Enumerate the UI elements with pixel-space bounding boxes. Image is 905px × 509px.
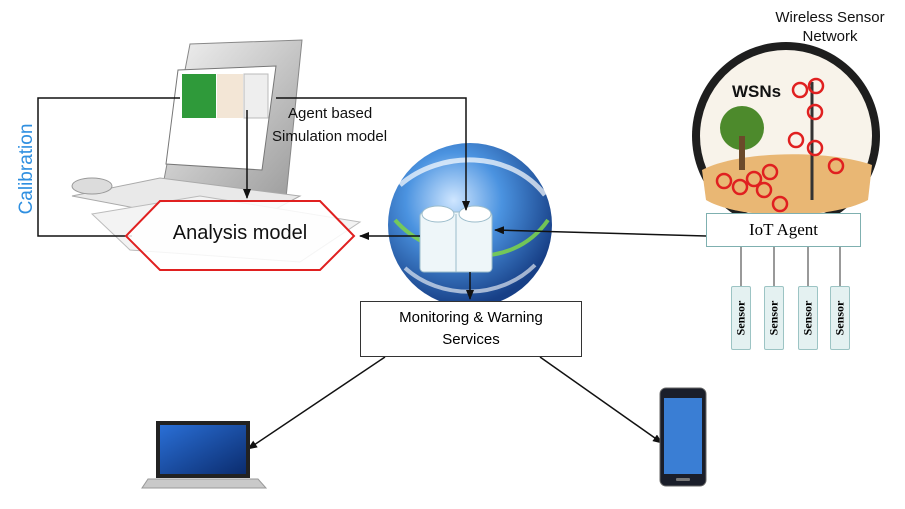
agent-model-label-line1: Agent based bbox=[288, 105, 373, 122]
calibration-label: Calibration bbox=[16, 123, 37, 215]
iot-agent-label: IoT Agent bbox=[748, 220, 819, 239]
monitoring-label-line2: Services bbox=[442, 331, 500, 348]
wsn-image-label: WSNs bbox=[732, 82, 782, 101]
sensor-label: Sensor bbox=[733, 300, 748, 336]
wsn-title: Wireless Sensor Network bbox=[760, 8, 900, 46]
sensor-1: Sensor bbox=[731, 286, 751, 350]
sensor-4: Sensor bbox=[830, 286, 850, 350]
monitoring-label-line1: Monitoring & Warning bbox=[399, 309, 543, 326]
sensor-3: Sensor bbox=[798, 286, 818, 350]
sensor-label: Sensor bbox=[800, 300, 815, 336]
wsn-title-line2: Network bbox=[802, 28, 858, 45]
laptop-icon bbox=[141, 421, 268, 489]
calibration-loop-line bbox=[37, 97, 180, 237]
analysis-model-label: Analysis model bbox=[172, 222, 308, 244]
wsn-field-image bbox=[692, 42, 880, 230]
iot-agent-box: IoT Agent bbox=[706, 213, 861, 247]
sensor-label: Sensor bbox=[832, 300, 847, 336]
sensor-label: Sensor bbox=[766, 300, 781, 336]
analysis-model-hexagon bbox=[124, 200, 356, 271]
wsn-title-line1: Wireless Sensor bbox=[775, 9, 885, 26]
monitoring-warning-services-box: Monitoring & Warning Services bbox=[360, 301, 582, 357]
agent-model-label-line2: Simulation model bbox=[272, 128, 388, 145]
globe-database-icon bbox=[388, 143, 552, 307]
smartphone-icon bbox=[659, 387, 707, 487]
sensor-2: Sensor bbox=[764, 286, 784, 350]
